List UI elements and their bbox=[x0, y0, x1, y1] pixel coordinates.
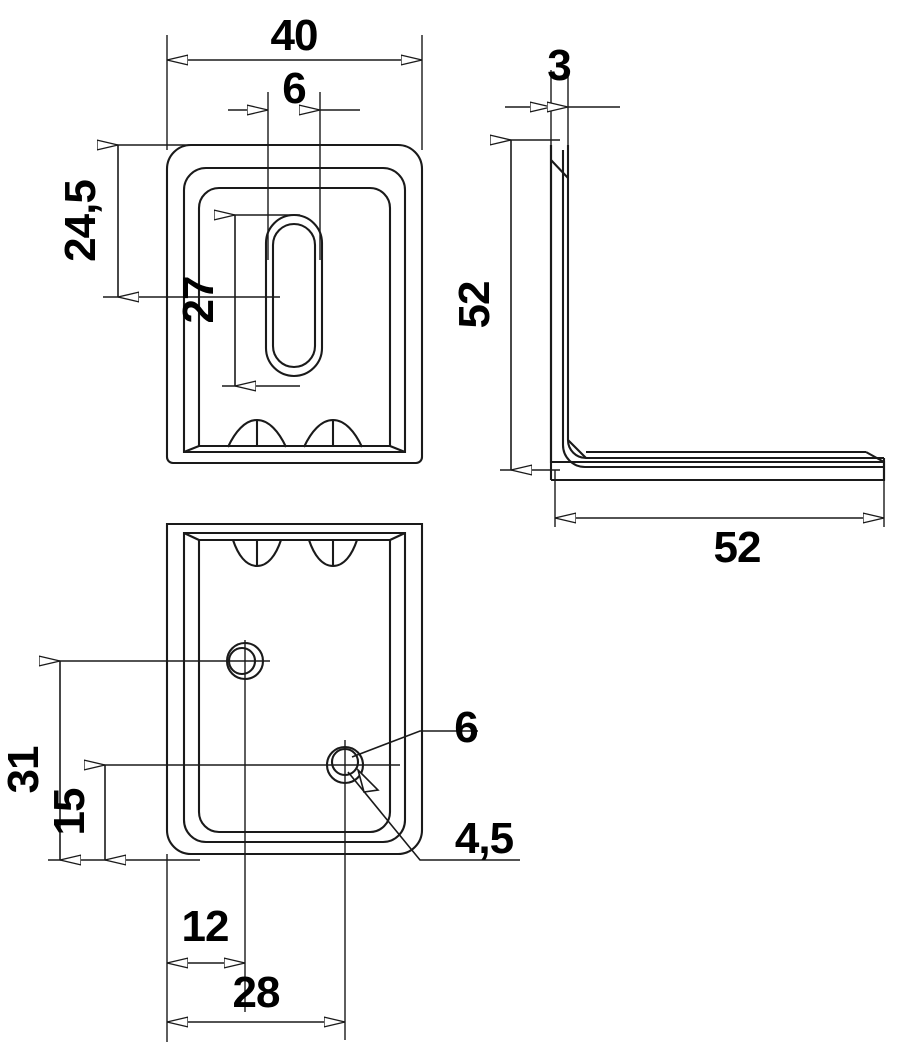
side-view-top-chamfer bbox=[550, 159, 569, 179]
front-view bbox=[165, 143, 424, 465]
dimension-label-40: 40 bbox=[271, 11, 318, 60]
top-view-bend-lines bbox=[183, 532, 406, 541]
side-view-inner-profile-2 bbox=[561, 150, 884, 469]
side-view-inner-profile bbox=[566, 145, 884, 460]
dimension-label-24-5: 24,5 bbox=[56, 180, 105, 262]
dimension-lines bbox=[60, 60, 884, 1022]
front-view-outer-outline bbox=[165, 143, 424, 465]
top-view bbox=[165, 522, 424, 856]
dimension-labels: 40 6 24,5 27 3 52 52 31 15 6 4,5 12 28 bbox=[0, 11, 761, 1017]
top-view-outer-outline bbox=[165, 522, 424, 856]
dimension-label-27: 27 bbox=[174, 277, 223, 324]
front-view-slot-outer bbox=[264, 213, 324, 378]
side-view-right-chamfer bbox=[865, 451, 885, 463]
top-view-inner-outline-1 bbox=[182, 531, 407, 844]
dimension-label-6-counterbore: 6 bbox=[454, 703, 477, 752]
front-view-slot-inner bbox=[271, 222, 317, 369]
front-view-bend-lines bbox=[183, 444, 406, 453]
dimension-label-31: 31 bbox=[0, 746, 48, 793]
front-view-inner-outline-2 bbox=[197, 186, 392, 448]
side-view bbox=[549, 145, 886, 482]
dimension-label-3: 3 bbox=[547, 41, 570, 90]
dimension-label-12: 12 bbox=[182, 902, 229, 951]
side-view-bend-chamfer bbox=[567, 439, 587, 459]
leader-45-hole bbox=[347, 771, 520, 861]
front-view-inner-outline-1 bbox=[182, 166, 407, 454]
dimension-label-4-5: 4,5 bbox=[455, 814, 514, 863]
dimension-label-52-horizontal: 52 bbox=[714, 523, 761, 572]
dimension-label-28: 28 bbox=[233, 968, 280, 1017]
top-view-inner-outline-2 bbox=[197, 538, 392, 834]
dimension-label-6-slot-width: 6 bbox=[282, 64, 305, 113]
dimension-label-15: 15 bbox=[45, 788, 94, 835]
leader-6-counterbore bbox=[351, 730, 478, 758]
dimension-label-52-vertical: 52 bbox=[450, 282, 499, 329]
leader-45-arrowhead bbox=[356, 767, 380, 793]
side-view-outer-profile bbox=[549, 145, 886, 482]
